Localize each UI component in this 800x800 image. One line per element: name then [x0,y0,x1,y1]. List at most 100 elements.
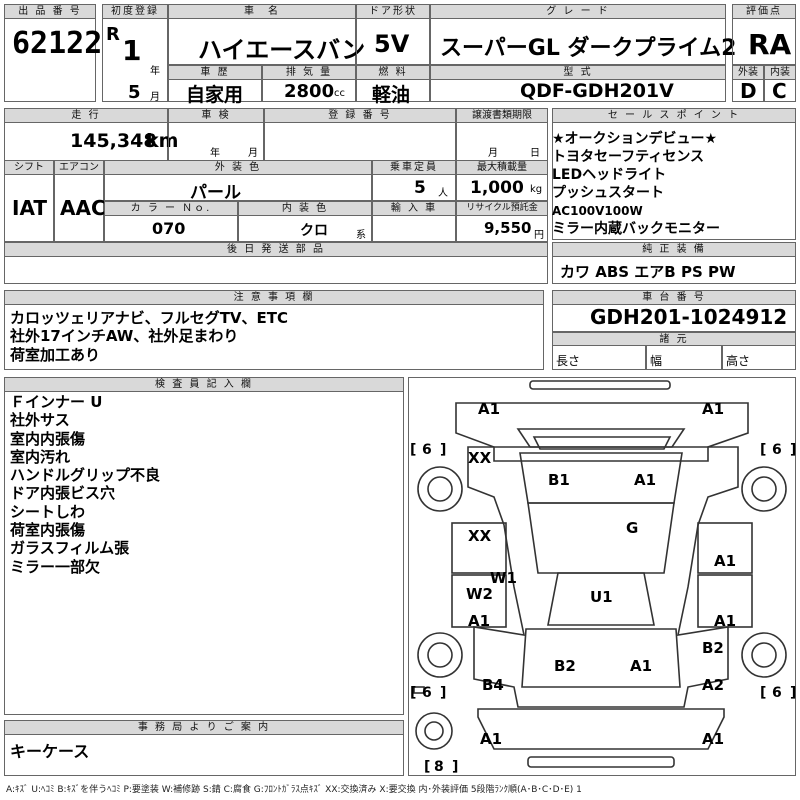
tire-fr [741,466,787,512]
shift-label: シフト [4,160,54,175]
displacement-cell [262,79,356,102]
svg-text:]: ] [440,442,446,458]
load: 1,000 [470,178,524,198]
tire-rr-depth: 6 [772,685,782,701]
model-cell [430,79,726,102]
inspector-line: ミラー一部欠 [10,557,101,576]
right-front-door [697,522,753,574]
load-cell [456,174,548,201]
regno-label: 登 録 番 号 [264,108,456,123]
door-label: ドア形状 [356,4,430,19]
notes-cell [4,304,544,370]
history: 自家用 [186,84,244,106]
recycle-label: リサイクル預託金 [456,201,548,216]
inspector-line: 荷室内張傷 [10,521,86,540]
sales-cell [552,122,796,240]
inspector-cell [4,391,404,715]
mark-w1: W1 [490,569,517,587]
later-parts-label: 後 日 発 送 部 品 [4,242,548,257]
front-grille [516,428,686,448]
load-label: 最大積載量 [456,160,548,175]
rear-view [477,708,725,750]
legend: A:ｷｽﾞ U:ﾍｺﾐ B:ｷｽﾞを伴うﾍｺﾐ P:要塗装 W:補修跡 S:錆 … [6,785,582,795]
sales-item: ★オークションデビュー★ [552,131,718,147]
dims-label: 諸 元 [552,332,796,346]
reg-month: 5 [128,82,141,103]
equipment: カワ ABS エアB PS PW [560,263,736,281]
mark-right-a2: A2 [702,676,724,694]
color-cell [104,174,372,201]
displacement: 2800 [284,81,335,102]
sales-item: ミラー内蔵バックモニター [552,221,720,237]
grade: スーパーGL ダークプライム2 [440,36,737,61]
mark-front-left: XX [468,449,492,467]
ac-label: エアコン [54,160,104,175]
rear-bumper-strip [527,756,675,768]
first-reg-cell [102,18,168,102]
tire-fl-depth: 6 [422,442,432,458]
reg-year-unit: 年 [150,66,160,77]
note-line: 社外17インチAW、社外足まわり [10,327,239,346]
score-cell [732,18,796,65]
fuel-label: 燃 料 [356,65,430,80]
import-label: 輸 入 車 [372,201,456,216]
capacity-label: 乗車定員 [372,160,456,175]
svg-text:]: ] [790,685,796,701]
door-type: 5V [374,30,410,58]
exterior-label: 外装 [732,65,764,80]
later-parts-cell [4,256,548,284]
dims-height-cell [722,345,796,370]
sales-item: トヨタセーフティセンス [552,149,705,165]
body-outline [467,446,739,708]
dims-width: 幅 [650,354,663,368]
front-bumper-strip [529,380,671,390]
reg-year: 1 [122,34,142,67]
left-rear-door [451,574,507,628]
mark-right-b2: B2 [702,639,724,657]
recycle-cell [456,215,548,242]
right-rear-door [697,574,753,628]
history-label: 車 歴 [168,65,262,80]
shift: IAT [12,196,48,220]
car-diagram-frame [408,377,796,776]
tire-rr [741,632,787,678]
tire-fl [417,466,463,512]
notes-label: 注 意 事 項 欄 [4,290,544,305]
int-color-unit: 系 [356,230,366,241]
ac: AAC [60,196,106,220]
svg-text:[: [ [410,685,416,701]
ac-cell [54,174,104,242]
mileage-unit: km [146,130,179,152]
inspection-year-unit: 年 [210,148,220,159]
tire-rl-depth: 6 [422,685,432,701]
tire-rl [417,632,463,678]
office-note: キーケース [10,742,90,761]
capacity: 5 [414,178,426,198]
chassis-label: 車 台 番 号 [552,290,796,305]
car-diagram: A1 A1 XX B1 A1 G XX W1 W2 A1 U1 A1 A1 B2… [410,380,796,775]
mark-rear-b2: B2 [554,657,576,675]
equipment-cell [552,256,796,284]
score: RA [748,28,792,61]
lot-number: 62122 [12,26,103,61]
inspection-month-unit: 月 [248,148,258,159]
dims-width-cell [646,345,722,370]
transfer-label: 譲渡書類期限 [456,108,548,123]
sales-item: AC100V100W [552,204,643,218]
load-unit: kg [530,184,543,195]
inspector-list: Ｆインナー U 社外サス 室内内張傷 室内汚れ ハンドルグリップ不良 ドア内張ビ… [10,393,160,576]
score-label: 評価点 [732,4,796,19]
mark-windshield: G [626,519,638,537]
color-no-cell [104,215,238,242]
transfer-month-unit: 月 [488,148,498,159]
mark-hood-a1: A1 [634,471,656,489]
tire-spare [415,712,453,750]
svg-text:]: ] [790,442,796,458]
mark-w2: W2 [466,585,493,603]
exterior-rank: D [740,79,757,103]
mark-left-front-door: XX [468,527,492,545]
name-cell [168,18,356,65]
door-cell [356,18,430,65]
mark-left-a1: A1 [468,612,490,630]
chassis-cell [552,304,796,332]
